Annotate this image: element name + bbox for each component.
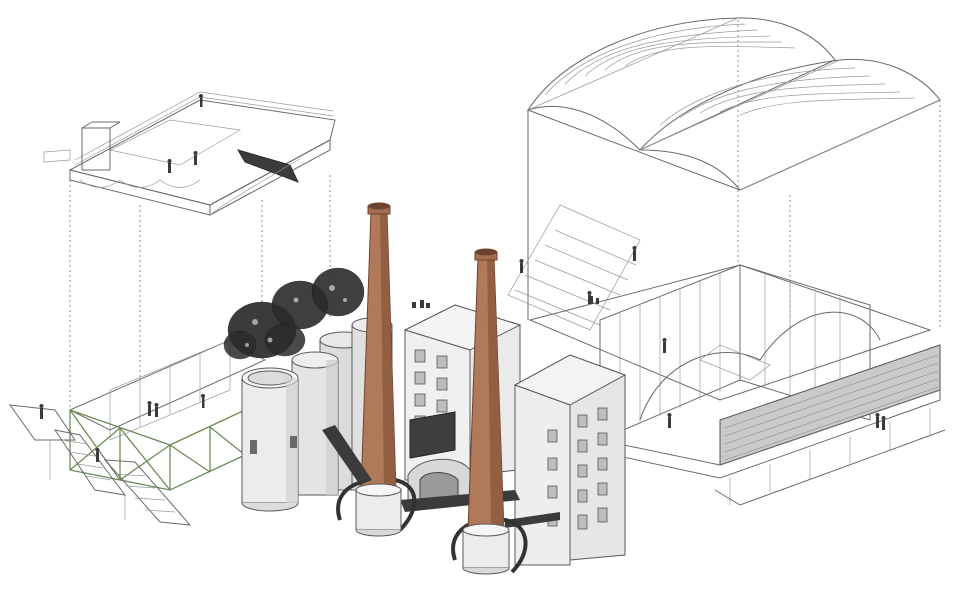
people-figures [519,246,886,430]
chimney-left [355,202,402,537]
rooftop-terrace-module [43,91,336,216]
glazed-hall-module [507,204,946,506]
external-stairs [8,404,192,526]
people-figures [39,394,205,462]
barrel-vault-roof-module [526,17,941,320]
masonry-buildings [400,304,627,566]
concrete-silos [241,317,393,512]
furniture-figures [412,296,599,308]
steel-truss-pavilion [8,339,267,526]
tree-canopy [223,267,365,360]
chimney-right [462,248,510,575]
brick-chimneys [322,202,528,575]
people-figures [167,94,203,173]
windows [547,407,608,530]
